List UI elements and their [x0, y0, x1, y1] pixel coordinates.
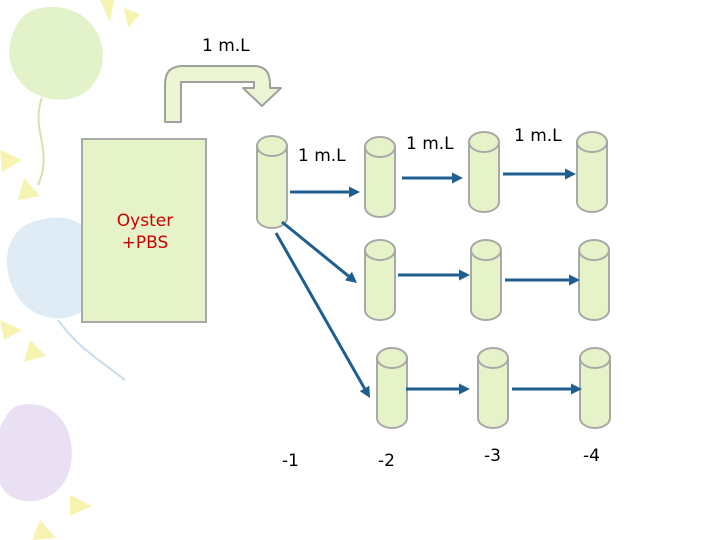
- dilution-label-1: -1: [282, 451, 299, 471]
- test-tube-body: [256, 145, 288, 229]
- test-tube-body: [470, 249, 502, 321]
- test-tube-opening: [578, 239, 610, 261]
- balloon-green-decoration: [9, 6, 103, 100]
- test-tube-body: [578, 249, 610, 321]
- dilution-label-2: -2: [378, 451, 395, 471]
- arrowhead-icon: [459, 269, 470, 281]
- test-tube-body: [376, 357, 408, 429]
- test-tube: [376, 347, 408, 429]
- test-tube-opening: [468, 131, 500, 153]
- transfer-arrow: [402, 172, 463, 184]
- test-tube: [364, 136, 396, 218]
- test-tube-body: [576, 141, 608, 213]
- test-tube-body: [477, 357, 509, 429]
- transfer-arrow-shaft: [281, 220, 350, 278]
- test-tube-opening: [364, 239, 396, 261]
- arrowhead-icon: [459, 383, 470, 395]
- transfer-arrow: [281, 220, 357, 283]
- test-tube-body: [364, 249, 396, 321]
- test-tube-opening: [470, 239, 502, 261]
- sample-label-line-2: +PBS: [121, 233, 169, 253]
- transfer-volume-label-2: 1 m.L: [406, 134, 454, 154]
- background-decoration: [0, 0, 140, 540]
- transfer-arrow: [512, 383, 582, 395]
- arrowhead-icon: [344, 271, 357, 283]
- test-tube-opening: [376, 347, 408, 369]
- test-tube: [579, 347, 611, 429]
- tube-group: [256, 131, 611, 429]
- test-tube: [468, 131, 500, 213]
- arrowhead-icon: [349, 186, 360, 198]
- transfer-volume-label-1: 1 m.L: [298, 146, 346, 166]
- test-tube: [364, 239, 396, 321]
- test-tube-opening: [477, 347, 509, 369]
- dilution-label-4: -4: [583, 446, 600, 466]
- transfer-volume-label-3: 1 m.L: [514, 126, 562, 146]
- arrowhead-icon: [571, 383, 582, 395]
- test-tube-body: [468, 141, 500, 213]
- balloon-blue-decoration: [6, 217, 104, 319]
- sample-label-line-1: Oyster: [116, 211, 174, 231]
- transfer-arrow: [398, 269, 470, 281]
- arrowhead-icon: [452, 172, 463, 184]
- arrow-group: [274, 168, 582, 398]
- transfer-arrow: [290, 186, 360, 198]
- test-tube-opening: [576, 131, 608, 153]
- test-tube: [470, 239, 502, 321]
- sample-label: Oyster +PBS: [110, 210, 180, 254]
- curved-transfer-arrow: [164, 65, 282, 123]
- test-tube-body: [364, 146, 396, 218]
- balloon-string-decoration: [57, 319, 126, 381]
- arrowhead-icon: [565, 168, 576, 180]
- sample-box: [81, 138, 207, 323]
- transfer-arrow: [505, 274, 580, 286]
- arrowhead-icon: [359, 385, 370, 398]
- test-tube: [477, 347, 509, 429]
- transfer-arrow: [503, 168, 576, 180]
- test-tube: [576, 131, 608, 213]
- arrowhead-icon: [569, 274, 580, 286]
- balloon-string-decoration: [37, 97, 45, 186]
- test-tube: [256, 135, 288, 229]
- test-tube-opening: [579, 347, 611, 369]
- transfer-arrow: [274, 232, 370, 398]
- transfer-arrow-shaft: [274, 232, 366, 390]
- transfer-arrow: [406, 383, 470, 395]
- transfer-volume-label-top: 1 m.L: [202, 36, 250, 56]
- test-tube: [578, 239, 610, 321]
- test-tube-opening: [364, 136, 396, 158]
- test-tube-body: [579, 357, 611, 429]
- balloon-purple-decoration: [0, 404, 72, 502]
- dilution-label-3: -3: [484, 446, 501, 466]
- ray-decoration: [0, 0, 140, 540]
- test-tube-opening: [256, 135, 288, 157]
